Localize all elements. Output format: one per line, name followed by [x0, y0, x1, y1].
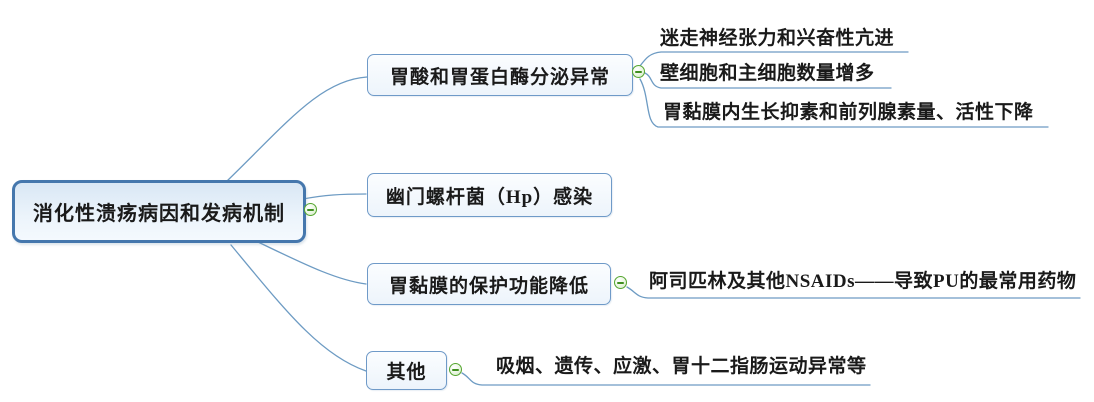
sub-topic-vagus-tone[interactable]: 迷走神经张力和兴奋性亢进	[660, 28, 895, 49]
sub-topic-cell-increase[interactable]: 壁细胞和主细胞数量增多	[660, 63, 875, 84]
connector-root-to-branch1	[226, 76, 368, 182]
branch-topic-other[interactable]: 其他	[366, 351, 447, 390]
connector-branch4-to-subtopic-underline	[461, 372, 871, 386]
branch-topic-mucosa-protection[interactable]: 胃黏膜的保护功能降低	[367, 263, 611, 305]
branch-topic-hp-infection[interactable]: 幽门螺杆菌（Hp）感染	[367, 173, 612, 217]
connector-branch1-to-subtopic3-underline	[639, 78, 1049, 128]
collapse-minus-icon[interactable]	[304, 203, 317, 216]
collapse-minus-icon[interactable]	[449, 363, 462, 376]
minus-bar	[452, 368, 459, 371]
sub-topic-somatostatin-decline[interactable]: 胃黏膜内生长抑素和前列腺素量、活性下降	[663, 102, 1034, 123]
minus-bar	[617, 281, 624, 284]
connector-branch1-to-subtopic1-underline	[639, 51, 909, 67]
sub-topic-aspirin-nsaids[interactable]: 阿司匹林及其他NSAIDs——导致PU的最常用药物	[649, 271, 1077, 292]
branch-topic-gastric-acid[interactable]: 胃酸和胃蛋白酶分泌异常	[367, 54, 633, 96]
connector-root-to-branch3	[257, 241, 367, 285]
connector-root-to-branch4	[230, 244, 367, 372]
connector-branch3-to-subtopic-underline	[626, 286, 1081, 299]
connector-branch1-to-subtopic2-underline	[644, 72, 892, 89]
minus-bar	[635, 70, 642, 73]
connector-root-to-branch2	[302, 193, 367, 200]
collapse-minus-icon[interactable]	[632, 65, 645, 78]
sub-topic-smoking-etc[interactable]: 吸烟、遗传、应激、胃十二指肠运动异常等	[496, 356, 867, 377]
collapse-minus-icon[interactable]	[614, 276, 627, 289]
root-topic[interactable]: 消化性溃疡病因和发病机制	[12, 180, 306, 243]
minus-bar	[307, 208, 314, 211]
